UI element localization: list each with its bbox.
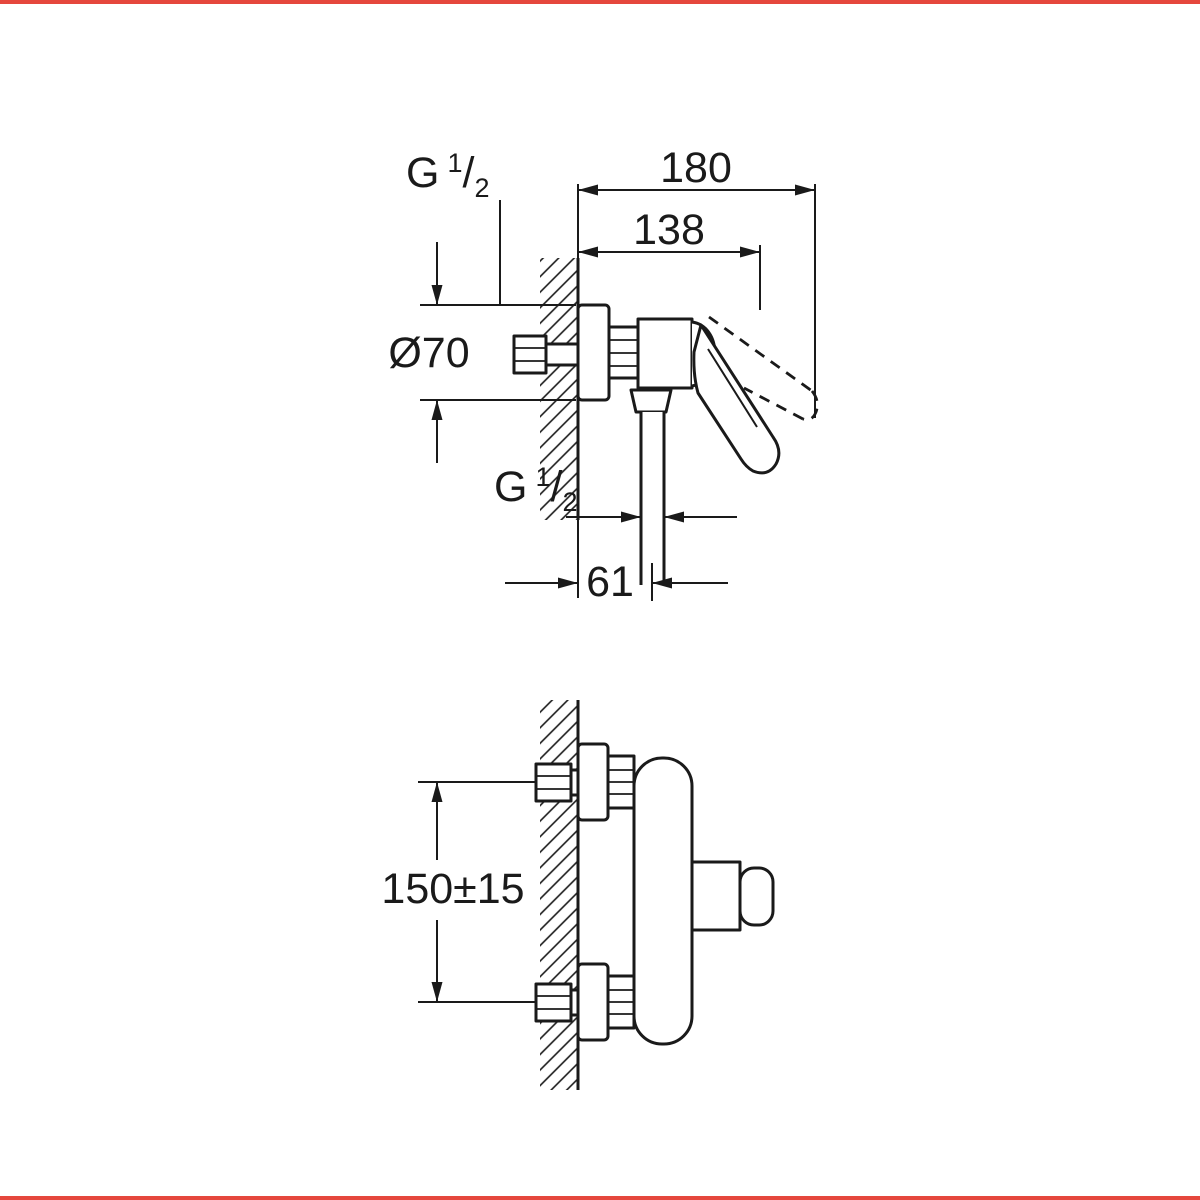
- plan-view: 150±15: [381, 700, 775, 1090]
- upper-connection: [534, 742, 636, 822]
- bottom-accent-border: [0, 1196, 1200, 1200]
- handle-base-plan: [690, 860, 742, 932]
- dim-body-depth: 138: [578, 206, 761, 310]
- connection-stub-fill: [571, 990, 578, 1015]
- top-accent-border: [0, 0, 1200, 4]
- supply-hex-nut: [512, 334, 548, 375]
- mixer-body-plan: [632, 756, 694, 1046]
- dim-escutcheon-diameter: Ø70: [388, 242, 576, 463]
- wall-hatch-upper: [540, 258, 578, 520]
- supply-hex-nut-upper: [534, 762, 573, 803]
- supply-pipe-stub: [546, 344, 578, 365]
- dim-dia70-label: Ø70: [388, 329, 469, 377]
- dim-138-label: 138: [633, 206, 705, 254]
- connection-stub-fill: [571, 770, 578, 795]
- dim-total-depth: 180: [577, 144, 816, 418]
- dim-connection-spacing: 150±15: [381, 781, 535, 1003]
- dim-61-label: 61: [586, 558, 634, 606]
- mixer-body-side: [636, 317, 694, 390]
- wall-hatch-lower: [540, 700, 578, 1090]
- lever-dashed-top-edge: [708, 315, 813, 393]
- handle-knob-plan: [738, 866, 775, 927]
- escutcheon-side: [576, 303, 611, 402]
- dim-outlet-offset: 61: [505, 520, 728, 606]
- supply-hex-nut-lower: [534, 982, 573, 1023]
- lower-connection: [534, 962, 636, 1042]
- dim-180-label: 180: [660, 144, 732, 192]
- outlet-pipe-fill: [641, 412, 664, 585]
- dim-150-label: 150±15: [381, 865, 524, 913]
- outlet-nut: [629, 388, 673, 414]
- lever-handle-edge-line: [707, 348, 758, 428]
- escutcheon-lower: [576, 962, 610, 1042]
- escutcheon-upper: [576, 742, 610, 822]
